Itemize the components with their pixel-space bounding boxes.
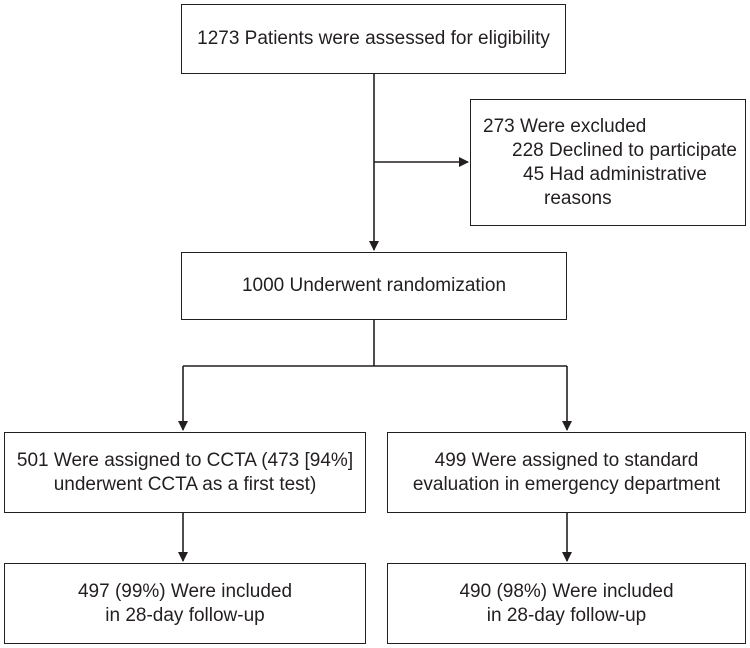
ccta-assigned-line-1: 501 Were assigned to CCTA (473 [94%] bbox=[16, 449, 354, 471]
ccta-followup-line-1: 497 (99%) Were included bbox=[77, 580, 293, 602]
randomized-box: 1000 Underwent randomization bbox=[181, 252, 567, 320]
excluded-administrative: 45 Had administrative bbox=[523, 163, 707, 185]
excluded-administrative-cont: reasons bbox=[544, 187, 612, 209]
standard-assigned-box: 499 Were assigned to standard evaluation… bbox=[387, 432, 746, 513]
assessed-text: 1273 Patients were assessed for eligibil… bbox=[197, 28, 550, 49]
excluded-declined: 228 Declined to participate bbox=[512, 139, 737, 161]
standard-followup-line-1: 490 (98%) Were included bbox=[459, 580, 674, 602]
ccta-followup-line-2: in 28-day follow-up bbox=[105, 604, 265, 626]
assessed-box: 1273 Patients were assessed for eligibil… bbox=[181, 4, 566, 74]
randomized-text: 1000 Underwent randomization bbox=[241, 275, 507, 296]
standard-followup-line-2: in 28-day follow-up bbox=[486, 604, 647, 626]
standard-assigned-line-2: evaluation in emergency department bbox=[412, 473, 721, 495]
excluded-box: 273 Were excluded 228 Declined to partic… bbox=[470, 99, 746, 226]
ccta-assigned-box: 501 Were assigned to CCTA (473 [94%] und… bbox=[4, 432, 366, 513]
standard-assigned-line-1: 499 Were assigned to standard bbox=[434, 449, 699, 471]
ccta-followup-box: 497 (99%) Were included in 28-day follow… bbox=[4, 563, 366, 644]
ccta-assigned-line-2: underwent CCTA as a first test) bbox=[53, 473, 317, 495]
standard-followup-box: 490 (98%) Were included in 28-day follow… bbox=[387, 563, 746, 644]
excluded-title: 273 Were excluded bbox=[483, 115, 647, 137]
